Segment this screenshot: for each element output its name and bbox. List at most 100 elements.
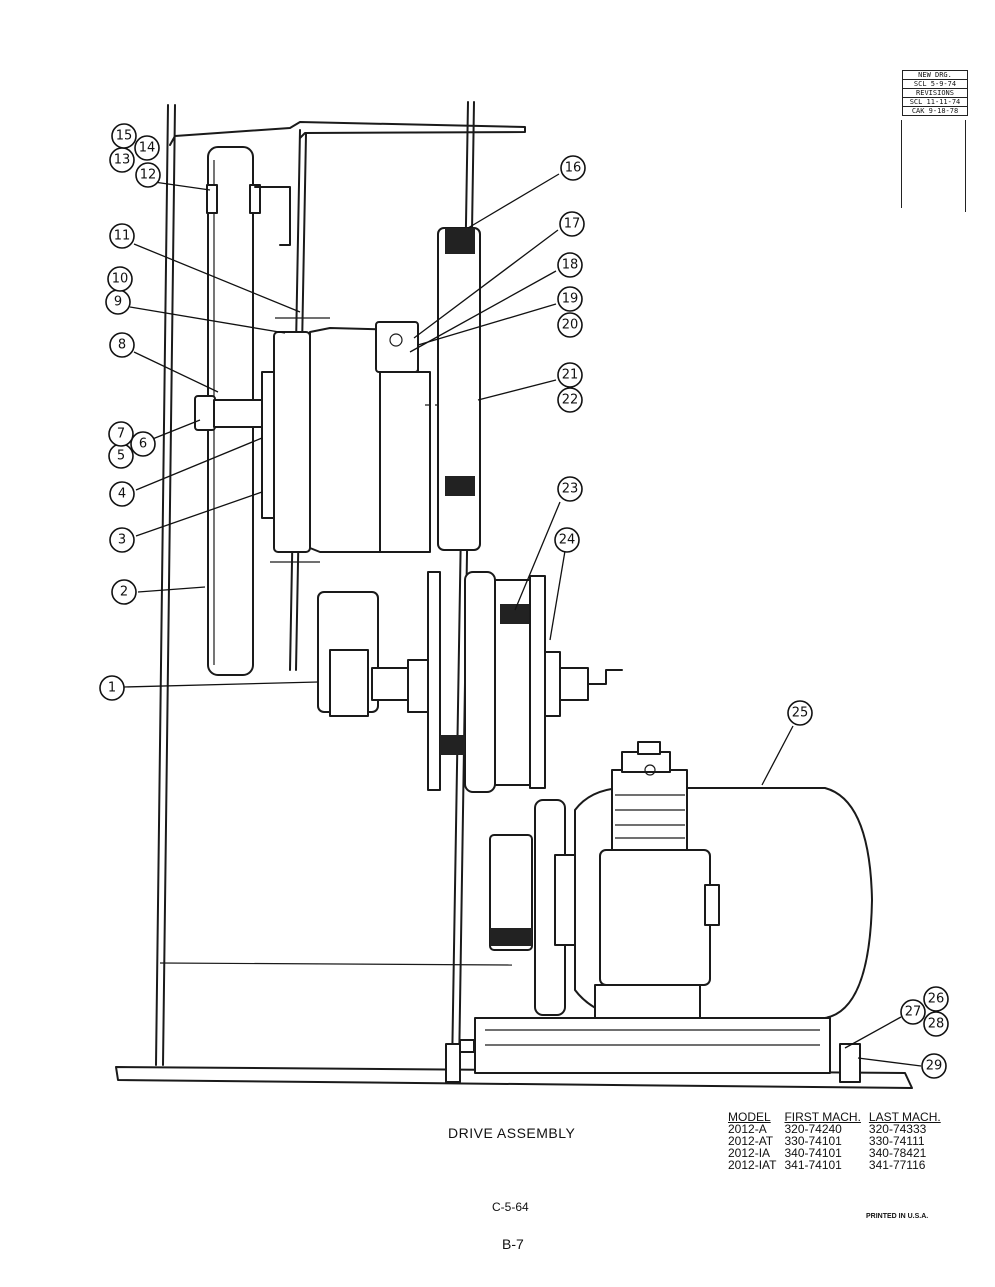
svg-text:6: 6 [139,437,147,452]
first-mach-cell: 320-74240 [784,1122,842,1136]
first-mach-header: FIRST MACH. [784,1110,861,1124]
revision-row: SCL 5-9-74 [903,80,967,89]
svg-text:22: 22 [562,393,579,408]
callout-8: 8 [109,332,135,358]
drawing-title: DRIVE ASSEMBLY [448,1125,576,1141]
callout-27: 27 [900,999,926,1025]
svg-text:16: 16 [565,161,582,176]
table-row: 2012-IAT 341-74101 341-77116 [728,1159,949,1171]
callout-9: 9 [105,289,131,315]
callout-16: 16 [560,155,586,181]
callout-20: 20 [557,312,583,338]
svg-text:3: 3 [118,533,126,548]
first-mach-cell: 340-74101 [784,1146,842,1160]
first-mach-cell: 341-74101 [784,1158,842,1172]
motor-base [445,1017,861,1083]
callout-25: 25 [787,700,813,726]
callout-18: 18 [557,252,583,278]
svg-text:2: 2 [120,585,128,600]
last-mach-header: LAST MACH. [868,1110,941,1124]
svg-text:1: 1 [108,681,116,696]
callouts: 1 2 3 4 5 6 7 8 9 10 11 12 13 14 15 16 1… [99,123,949,1079]
svg-text:9: 9 [114,295,122,310]
callout-29: 29 [921,1053,947,1079]
upper-pulley [437,227,481,551]
middle-pulley [427,571,623,793]
revision-row: NEW DRG. [903,71,967,80]
callout-3: 3 [109,527,135,553]
model-cell: 2012-A [728,1122,767,1136]
callout-23: 23 [557,476,583,502]
svg-text:8: 8 [118,338,126,353]
svg-text:10: 10 [112,272,129,287]
callout-19: 19 [557,286,583,312]
svg-text:4: 4 [118,487,126,502]
pillow-block [317,591,429,717]
svg-text:19: 19 [562,292,579,307]
callout-17: 17 [559,211,585,237]
callout-26: 26 [923,986,949,1012]
printed-note: PRINTED IN U.S.A. [866,1213,929,1220]
callout-21: 21 [557,362,583,388]
table-row: 2012-A 320-74240 320-74333 [728,1123,949,1135]
compressor [489,741,873,1021]
svg-text:17: 17 [564,217,581,232]
model-table-header: MODEL FIRST MACH. LAST MACH. [728,1111,949,1123]
last-mach-cell: 341-77116 [868,1158,926,1172]
callout-6: 6 [130,431,156,457]
svg-text:7: 7 [117,427,125,442]
svg-text:14: 14 [139,141,156,156]
last-mach-cell: 320-74333 [868,1122,927,1136]
clutch-hub [194,317,480,563]
callout-4: 4 [109,481,135,507]
callout-14: 14 [134,135,160,161]
svg-text:13: 13 [114,153,131,168]
first-mach-cell: 330-74101 [784,1134,842,1148]
last-mach-cell: 330-74111 [868,1134,925,1148]
model-cell: 2012-IA [728,1146,771,1160]
model-table: MODEL FIRST MACH. LAST MACH. 2012-A 320-… [728,1111,949,1171]
svg-text:11: 11 [114,229,131,244]
svg-text:5: 5 [117,449,125,464]
svg-text:24: 24 [559,533,576,548]
last-mach-cell: 340-78421 [868,1146,927,1160]
callout-22: 22 [557,387,583,413]
model-cell: 2012-AT [728,1134,774,1148]
callout-12: 12 [135,162,161,188]
table-row: 2012-IA 340-74101 340-78421 [728,1147,949,1159]
svg-text:28: 28 [928,1017,945,1032]
revision-border-right [965,120,966,212]
drawing-number: C-5-64 [492,1200,529,1214]
callout-24: 24 [554,527,580,553]
svg-text:26: 26 [928,992,945,1007]
svg-text:20: 20 [562,318,579,333]
page-number: B-7 [502,1236,524,1252]
svg-text:12: 12 [140,168,157,183]
table-row: 2012-AT 330-74101 330-74111 [728,1135,949,1147]
revision-block: NEW DRG. SCL 5-9-74 REVISIONS SCL 11-11-… [902,70,968,116]
revision-row: CAK 9-18-78 [911,107,959,115]
model-cell: 2012-IAT [728,1158,777,1172]
svg-text:29: 29 [926,1059,943,1074]
leader-lines [123,173,922,1067]
svg-text:18: 18 [562,258,579,273]
callout-5: 5 [108,443,134,469]
callout-7: 7 [108,421,134,447]
revision-border-left [901,120,902,208]
revision-row: SCL 11-11-74 [903,98,967,107]
callout-13: 13 [109,147,135,173]
callout-10: 10 [107,266,133,292]
svg-text:25: 25 [792,706,809,721]
callout-28: 28 [923,1011,949,1037]
svg-text:27: 27 [905,1005,922,1020]
svg-text:23: 23 [562,482,579,497]
svg-text:21: 21 [562,368,579,383]
callout-15: 15 [111,123,137,149]
callout-1: 1 [99,675,125,701]
revision-row: REVISIONS [903,89,967,98]
callout-11: 11 [109,223,135,249]
model-header: MODEL [728,1110,771,1124]
callout-2: 2 [111,579,137,605]
svg-text:15: 15 [116,129,133,144]
